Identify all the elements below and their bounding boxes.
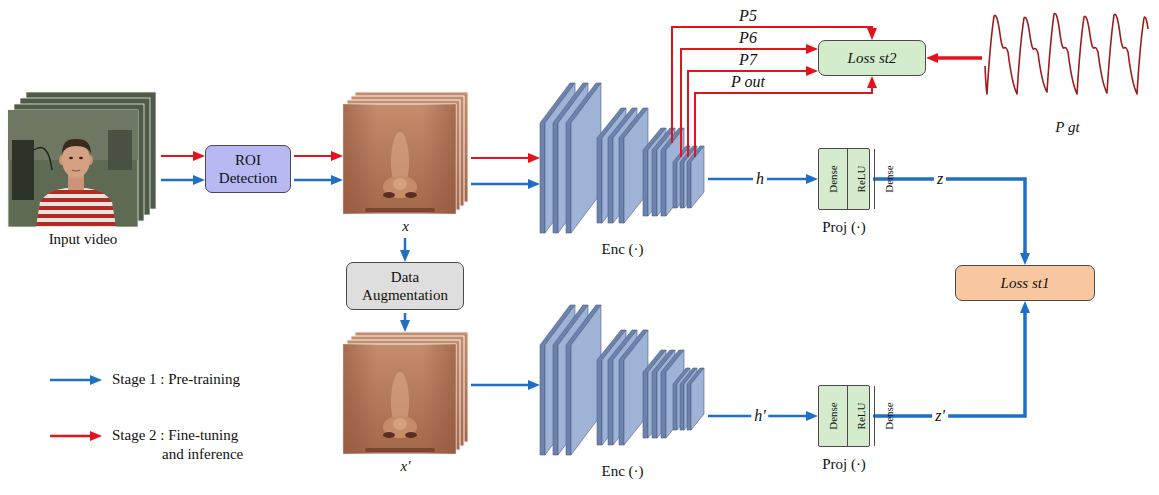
node-text: x' [401, 457, 411, 475]
legend-text: Stage 2 : Fine-tuning and inference [112, 426, 252, 464]
legend-arrow [50, 379, 96, 382]
dense-layer-slot: Dense [874, 386, 903, 446]
graphic-area [985, 4, 1150, 104]
projection-head: DenseReLUDenseProj (·) [818, 385, 870, 473]
flow-arrow [471, 157, 534, 159]
legend-arrow [50, 435, 96, 438]
flow-arrow [471, 384, 534, 387]
legend-arrow-sample [48, 370, 108, 389]
node-text: P gt [1055, 118, 1079, 136]
signal-label: P6 [736, 29, 760, 47]
flow-arrow [695, 82, 872, 157]
flow-arrow [471, 183, 534, 186]
node-text: Loss st2 [848, 49, 897, 67]
encoder: Enc (·) [540, 300, 705, 480]
flow-arrow [708, 178, 812, 181]
signal-label: P5 [736, 7, 760, 25]
flow-arrow [681, 49, 812, 157]
encoder: Enc (·) [540, 78, 705, 258]
ppg-waveform [985, 13, 1148, 94]
flow-arrow [161, 155, 199, 157]
roi-detection-box: ROI Detection [205, 145, 291, 193]
legend-text: Stage 1 : Pre-training [112, 370, 252, 389]
graphic-area [343, 332, 468, 454]
dense-layer-slot: ReLU [847, 149, 875, 209]
flow-arrow [161, 179, 199, 182]
encoder-layers [540, 305, 704, 455]
node-text: ROI Detection [212, 151, 284, 187]
node-text: ReLU [855, 166, 867, 193]
node-text: Enc (·) [601, 462, 643, 480]
node-text: Dense [883, 402, 895, 430]
flow-arrow [873, 307, 1025, 416]
legend-entry: Stage 1 : Pre-training [48, 370, 252, 389]
node-text: x [402, 217, 409, 235]
loss-box: Loss st1 [955, 265, 1095, 301]
graphic-area [540, 300, 705, 460]
face-crop [343, 92, 468, 214]
signal-label: h [753, 170, 767, 188]
video-frames [8, 92, 156, 227]
flow-arrow [294, 179, 337, 182]
signal-label: P7 [736, 51, 760, 69]
flow-arrow [672, 27, 872, 143]
graphic-area [343, 92, 468, 214]
graphic-area [8, 92, 158, 227]
legend-entry: Stage 2 : Fine-tuning and inference [48, 426, 252, 464]
flow-arrow [708, 415, 812, 418]
dense-layer-slot: ReLU [847, 386, 875, 446]
input-video: Input video [8, 92, 158, 248]
dense-layer-slot: Dense [874, 149, 903, 209]
legend-arrow-sample [48, 426, 108, 445]
flow-arrow [688, 71, 812, 157]
ground-truth-signal: P gt [985, 4, 1150, 136]
encoder-layers [540, 83, 704, 233]
node-text: Input video [49, 230, 118, 248]
augmented-face-crop: x' [343, 332, 468, 475]
signal-label: z' [932, 407, 948, 425]
projection-box: DenseReLUDense [818, 385, 870, 447]
node-text: Data Augmentation [353, 268, 457, 304]
signal-label: h' [751, 407, 768, 425]
projection-box: DenseReLUDense [818, 148, 870, 210]
node-text: Dense [883, 165, 895, 193]
flow-arrow [932, 56, 982, 60]
node-text: Proj (·) [822, 455, 866, 473]
augmented-face-crop [343, 332, 468, 454]
node-text: Proj (·) [822, 218, 866, 236]
signal-label: z [934, 170, 946, 188]
node-text: Dense [827, 402, 839, 430]
node-text: Loss st1 [1001, 274, 1050, 292]
flow-arrow [404, 238, 407, 256]
projection-head: DenseReLUDenseProj (·) [818, 148, 870, 236]
flow-arrow [294, 155, 337, 157]
signal-label: P out [728, 73, 768, 91]
node-text: Enc (·) [601, 240, 643, 258]
graphic-area [540, 78, 705, 238]
augmentation-box: Data Augmentation [346, 262, 464, 310]
face-crop: x [343, 92, 468, 235]
loss-box: Loss st2 [818, 40, 926, 76]
flow-arrow [404, 313, 407, 326]
dense-layer-slot: Dense [819, 386, 847, 446]
flow-arrow [873, 179, 1025, 259]
node-text: Dense [827, 165, 839, 193]
dense-layer-slot: Dense [819, 149, 847, 209]
node-text: ReLU [855, 403, 867, 430]
